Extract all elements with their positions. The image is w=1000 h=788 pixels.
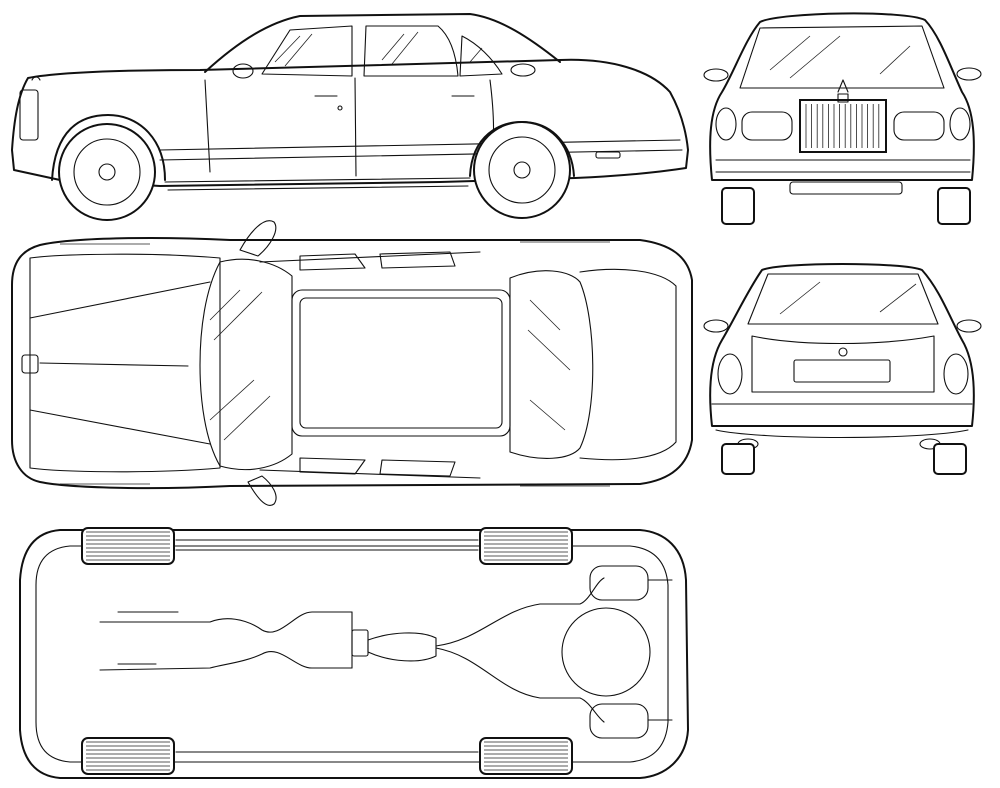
- left-muffler: [589, 565, 649, 601]
- top-view: [11, 220, 693, 506]
- front-left-tire-under: [81, 527, 175, 565]
- side-view: [11, 13, 689, 221]
- radiator-grille: [799, 99, 887, 153]
- left-mirror-top: [239, 220, 277, 257]
- right-muffler: [589, 703, 649, 739]
- front-view: [703, 12, 982, 225]
- spare-tire-well: [561, 607, 651, 697]
- rear-view: [703, 263, 982, 475]
- front-right-tire-under: [81, 737, 175, 775]
- rear-left-tire-under: [479, 527, 573, 565]
- front-wheel-side: [58, 123, 156, 221]
- rear-right-tire-under: [479, 737, 573, 775]
- underside-view: [19, 527, 689, 779]
- right-mirror-top: [247, 475, 277, 506]
- rear-wheel-side: [473, 121, 571, 219]
